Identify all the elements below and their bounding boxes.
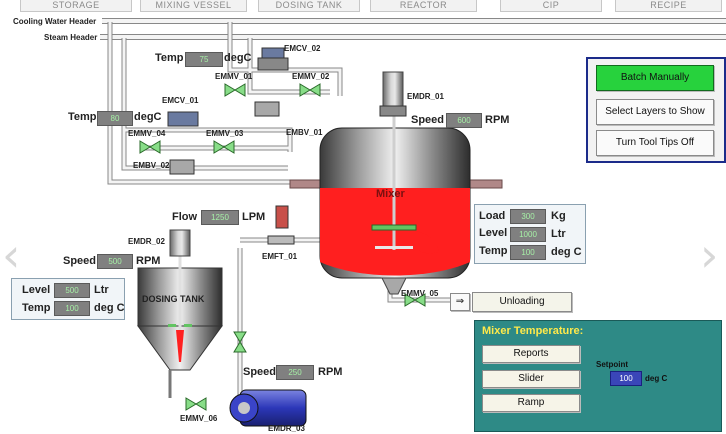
batch-manually-button[interactable]: Batch Manually — [596, 65, 714, 91]
dosing-level-label: Level — [22, 284, 51, 296]
tab-reactor[interactable]: REACTOR — [370, 0, 477, 12]
unloading-icon-button[interactable]: ⇒ — [450, 293, 470, 311]
setpoint-label: Setpoint — [596, 360, 628, 369]
tool-tips-toggle-button[interactable]: Turn Tool Tips Off — [596, 130, 714, 156]
mid-temp-value: 80 — [97, 111, 133, 126]
dosing-level-value: 500 — [54, 283, 90, 298]
mixer-vessel — [319, 71, 471, 295]
valve-tag-emmv-01[interactable]: EMMV_01 — [215, 72, 253, 81]
valve-tag-emmv-04[interactable]: EMMV_04 — [128, 129, 166, 138]
valve-tag-emcv-02[interactable]: EMCV_02 — [284, 44, 321, 53]
dosing-speed-label: Speed — [63, 255, 97, 267]
mixer-temp-value: 100 — [510, 245, 546, 260]
flow-label: Flow — [172, 211, 198, 223]
valve-tag-embv-01[interactable]: EMBV_01 — [286, 128, 323, 137]
top-temp-value: 75 — [185, 52, 223, 67]
mixer-temp-unit: deg C — [551, 246, 582, 258]
tab-storage[interactable]: STORAGE — [20, 0, 132, 12]
setpoint-input[interactable]: 100 — [610, 371, 642, 386]
carousel-prev-icon[interactable]: ‹ — [2, 228, 21, 282]
dosing-level-unit: Ltr — [94, 284, 109, 296]
flow-transmitter-tag-emft-01[interactable]: EMFT_01 — [262, 252, 298, 261]
dosing-tank-title: DOSING TANK — [142, 294, 205, 304]
tab-dosing-tank[interactable]: DOSING TANK — [258, 0, 360, 12]
cooling-water-header-pipe — [102, 18, 726, 24]
mixer-speed-unit: RPM — [485, 114, 510, 126]
steam-header-pipe — [100, 34, 726, 40]
dosing-temp-label: Temp — [22, 302, 51, 314]
tab-mixing-vessel[interactable]: MIXING VESSEL — [140, 0, 247, 12]
valve-tag-emcv-01[interactable]: EMCV_01 — [162, 96, 199, 105]
pump-speed-label: Speed — [243, 366, 277, 378]
mixer-load-label: Load — [479, 210, 506, 222]
mid-temp-unit: degC — [134, 111, 162, 123]
mixer-load-value: 300 — [510, 209, 546, 224]
top-temp-unit: degC — [224, 52, 252, 64]
setpoint-unit: deg C — [645, 374, 668, 383]
valve-tag-emmv-03[interactable]: EMMV_03 — [206, 129, 244, 138]
valve-shapes — [139, 47, 426, 411]
valve-tag-embv-02[interactable]: EMBV_02 — [133, 161, 170, 170]
steam-header-label: Steam Header — [44, 33, 98, 42]
pump-motor — [229, 389, 307, 427]
mixer-title: Mixer — [376, 188, 405, 200]
flow-unit: LPM — [242, 211, 266, 223]
cooling-water-header-label: Cooling Water Header — [13, 17, 97, 26]
valve-tag-emmv-02[interactable]: EMMV_02 — [292, 72, 330, 81]
dosing-tank-vessel — [137, 229, 223, 398]
mixer-speed-label: Speed — [411, 114, 445, 126]
dosing-speed-value: 500 — [97, 254, 133, 269]
mixer-level-value: 1000 — [510, 227, 546, 242]
flow-value: 1250 — [201, 210, 239, 225]
valve-tag-emmv-06[interactable]: EMMV_06 — [180, 414, 218, 423]
motor-tag-emdr-03[interactable]: EMDR_03 — [268, 424, 305, 433]
mixer-temp-label: Temp — [479, 245, 508, 257]
valve-tag-emmv-05[interactable]: EMMV_05 — [401, 289, 439, 298]
tab-recipe[interactable]: RECIPE — [615, 0, 722, 12]
motor-tag-emdr-02[interactable]: EMDR_02 — [128, 237, 165, 246]
mixer-level-unit: Ltr — [551, 228, 566, 240]
mixer-load-unit: Kg — [551, 210, 566, 222]
slider-button[interactable]: Slider — [482, 370, 580, 388]
reports-button[interactable]: Reports — [482, 345, 580, 363]
ramp-button[interactable]: Ramp — [482, 394, 580, 412]
select-layers-button[interactable]: Select Layers to Show — [596, 99, 714, 125]
top-temp-label: Temp — [155, 52, 184, 64]
pump-speed-unit: RPM — [318, 366, 343, 378]
carousel-next-icon[interactable]: › — [700, 228, 719, 282]
mixer-speed-value: 600 — [446, 113, 482, 128]
dosing-temp-value: 100 — [54, 301, 90, 316]
mixer-level-label: Level — [479, 227, 508, 239]
dosing-temp-unit: deg C — [94, 302, 125, 314]
exit-arrow-icon: ⇒ — [455, 296, 465, 307]
mixer-temperature-title: Mixer Temperature: — [482, 325, 584, 337]
mid-temp-label: Temp — [68, 111, 97, 123]
motor-tag-emdr-01[interactable]: EMDR_01 — [407, 92, 444, 101]
pump-speed-value: 250 — [276, 365, 314, 380]
tab-cip[interactable]: CIP — [500, 0, 602, 12]
unloading-button[interactable]: Unloading — [472, 292, 572, 312]
dosing-speed-unit: RPM — [136, 255, 161, 267]
